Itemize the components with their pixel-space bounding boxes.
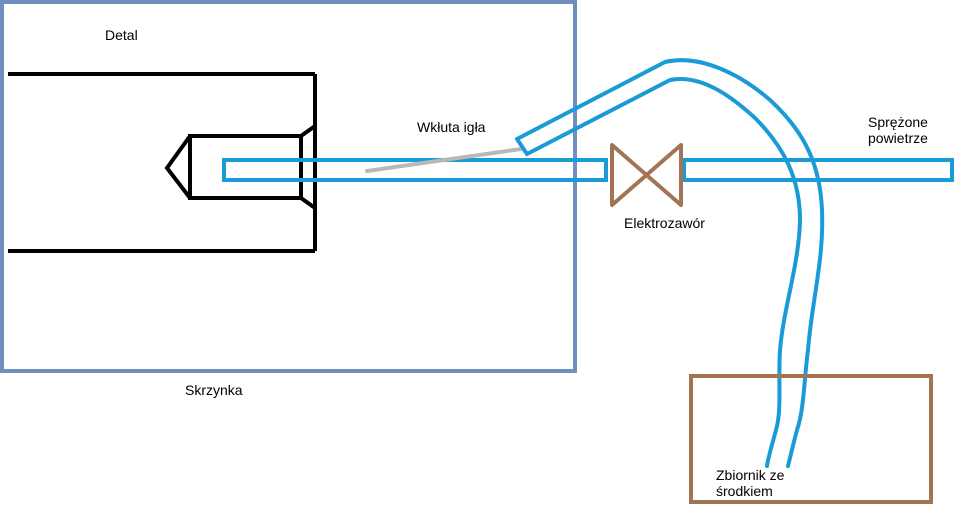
label-skrzynka: Skrzynka <box>185 382 243 398</box>
label-zbiornik-line2: środkiem <box>716 483 773 499</box>
hose <box>515 58 825 468</box>
part-detail <box>8 72 317 253</box>
label-detal: Detal <box>105 27 138 43</box>
box-frame <box>0 0 577 373</box>
tank-frame <box>689 374 933 504</box>
needle <box>365 147 523 173</box>
label-igla: Wkłuta igła <box>417 119 486 135</box>
label-elektrozawor: Elektrozawór <box>624 215 705 231</box>
valve-symbol <box>610 143 683 207</box>
label-powietrze-line1: Sprężone <box>868 114 928 130</box>
label-powietrze-line2: powietrze <box>868 130 928 146</box>
label-powietrze: Sprężone powietrze <box>868 114 928 146</box>
label-zbiornik-line1: Zbiornik ze <box>716 467 785 483</box>
pipe-left <box>222 158 608 182</box>
label-zbiornik: Zbiornik ze środkiem <box>716 467 784 499</box>
